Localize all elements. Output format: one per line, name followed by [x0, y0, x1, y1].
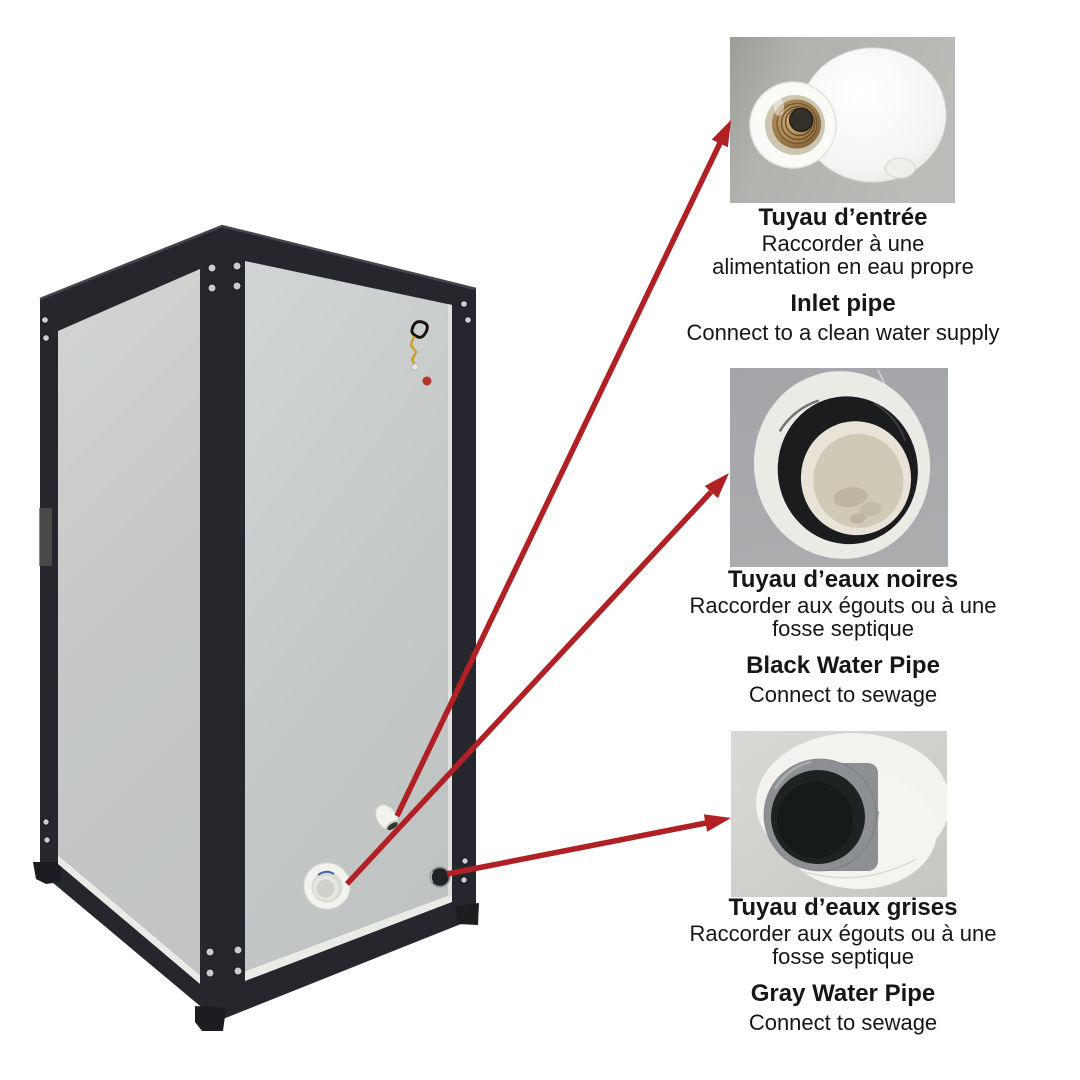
callout-title-en: Gray Water Pipe	[750, 980, 936, 1007]
black-water-pipe-photo	[730, 368, 948, 567]
roof-edge-highlight	[39, 224, 477, 301]
callout-gray-water: Tuyau d’eaux grises Raccorder aux égouts…	[653, 894, 1033, 1035]
cabin-left-panel	[58, 269, 200, 975]
callout-desc-fr: Raccorder à une alimentation en eau prop…	[653, 232, 1033, 278]
callout-inlet: Tuyau d’entrée Raccorder à une alimentat…	[653, 204, 1033, 345]
callout-title-fr: Tuyau d’entrée	[758, 204, 928, 231]
cabin-foot-front	[195, 1006, 226, 1031]
right-panel-edge-trim	[448, 304, 452, 898]
desc-line: alimentation en eau propre	[712, 254, 974, 279]
gray-water-pipe-photo	[731, 731, 947, 897]
pipe-depth	[777, 782, 853, 858]
door-hinge	[39, 508, 52, 566]
callout-desc-en: Connect to a clean water supply	[686, 320, 1000, 345]
callout-desc-en: Connect to sewage	[748, 682, 938, 707]
callout-title-fr: Tuyau d’eaux noires	[727, 566, 959, 593]
cabin-foot-right	[455, 903, 479, 925]
callout-title-en: Black Water Pipe	[746, 652, 940, 679]
inlet-pipe-photo	[730, 37, 955, 203]
desc-line: Raccorder aux égouts ou à une	[689, 921, 997, 946]
inlet-pipe-fitting-illustration	[730, 37, 955, 203]
callout-title-fr: Tuyau d’eaux grises	[728, 894, 958, 921]
right-panel-bottom-trim	[245, 894, 452, 981]
cabin-right-panel	[245, 261, 452, 971]
cabin	[33, 224, 479, 1031]
black-water-pipe-illustration	[730, 368, 948, 567]
arrow-gray-water	[446, 814, 731, 877]
gray-water-pipe-outlet	[429, 866, 451, 888]
frame-screws	[41, 261, 472, 978]
callout-title-en: Inlet pipe	[790, 290, 896, 317]
callout-arrows	[344, 120, 731, 886]
gray-water-pipe-illustration	[731, 731, 947, 897]
fitting-nub	[884, 157, 916, 179]
pipe-bore	[789, 108, 813, 132]
arrow-inlet	[394, 120, 731, 818]
door-key	[409, 320, 429, 371]
inlet-pipe-stub	[375, 804, 400, 832]
desc-line: Raccorder aux égouts ou à une	[689, 593, 997, 618]
red-indicator-dot	[422, 376, 432, 386]
callout-desc-fr: Raccorder aux égouts ou à une fosse sept…	[653, 922, 1033, 968]
desc-line: Raccorder à une	[761, 231, 925, 256]
cabin-foot-left	[33, 862, 62, 884]
callout-desc-en: Connect to sewage	[748, 1010, 938, 1035]
callout-black-water: Tuyau d’eaux noires Raccorder aux égouts…	[653, 566, 1033, 707]
desc-line: fosse septique	[772, 944, 914, 969]
pipe-interior	[813, 433, 904, 528]
black-water-pipe-outlet	[303, 862, 351, 910]
left-panel-bottom-trim	[58, 855, 200, 984]
desc-line: fosse septique	[772, 616, 914, 641]
pipe-assembly	[753, 371, 931, 559]
callout-desc-fr: Raccorder aux égouts ou à une fosse sept…	[653, 594, 1033, 640]
arrow-black-water	[344, 473, 729, 886]
